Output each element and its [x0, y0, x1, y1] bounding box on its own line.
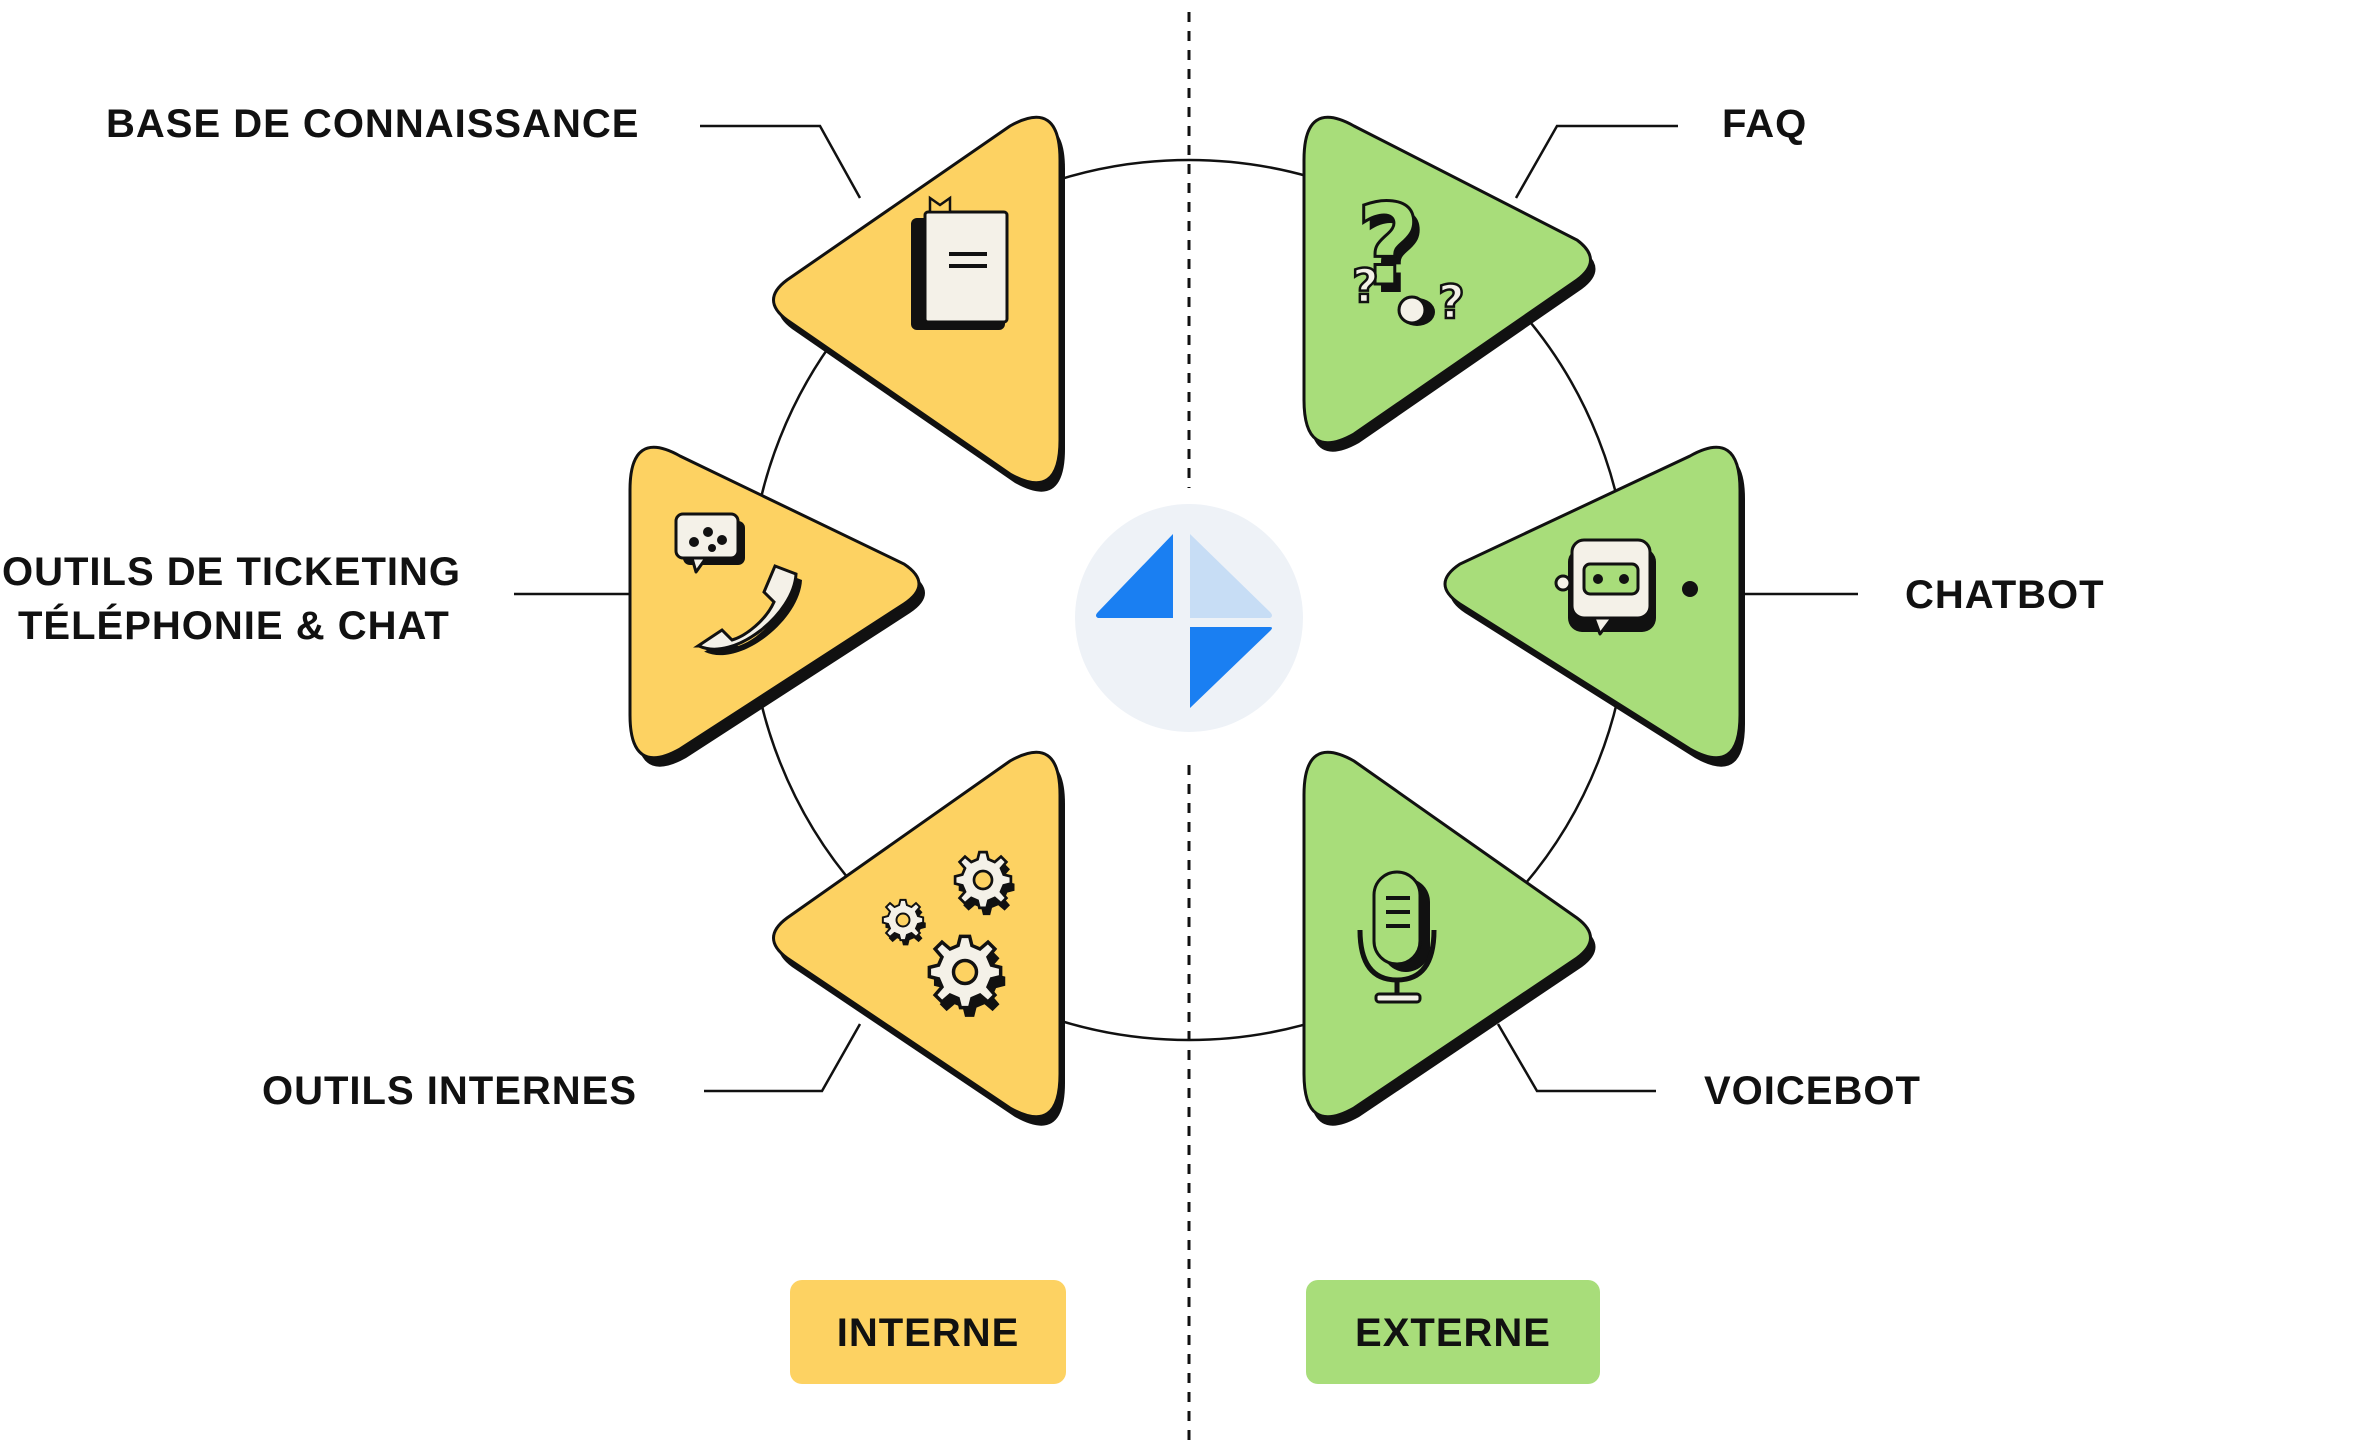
label-chatbot: CHATBOT [1905, 573, 2105, 617]
connector-outils-internes [704, 1023, 862, 1093]
label-faq: FAQ [1722, 102, 1807, 146]
node-chatbot [1443, 445, 1745, 767]
label-ticketing-line2: TÉLÉPHONIE & CHAT [18, 603, 450, 648]
legend-externe: EXTERNE [1306, 1280, 1600, 1384]
label-outils-internes: OUTILS INTERNES [262, 1069, 637, 1113]
node-outils-internes [772, 750, 1065, 1126]
node-faq: ? ? ? ? [1302, 115, 1596, 452]
label-base-connaissance: BASE DE CONNAISSANCE [106, 102, 639, 146]
legend-interne: INTERNE [790, 1280, 1066, 1384]
label-ticketing-line1: OUTILS DE TICKETING [2, 550, 461, 594]
center-logo [1075, 504, 1303, 732]
label-voicebot: VOICEBOT [1704, 1069, 1921, 1113]
phone-chat-icon [674, 512, 802, 656]
question-marks-icon: ? ? ? ? [1351, 180, 1466, 331]
node-voicebot [1302, 750, 1596, 1126]
svg-text:?: ? [1438, 275, 1465, 329]
legend-externe-label: EXTERNE [1355, 1311, 1551, 1355]
node-ticketing [628, 445, 925, 767]
svg-text:?: ? [1352, 259, 1379, 313]
logo-icon [1096, 534, 1272, 708]
node-base-connaissance [772, 115, 1065, 492]
connector-voicebot [1496, 1023, 1656, 1093]
microphone-icon [1357, 870, 1437, 1004]
robot-chat-icon [1554, 538, 1698, 636]
connector-faq [1514, 124, 1678, 199]
svg-text:?: ? [1356, 181, 1421, 311]
book-icon [911, 195, 1009, 330]
connector-base-connaissance [700, 124, 862, 199]
legend-interne-label: INTERNE [837, 1311, 1020, 1355]
